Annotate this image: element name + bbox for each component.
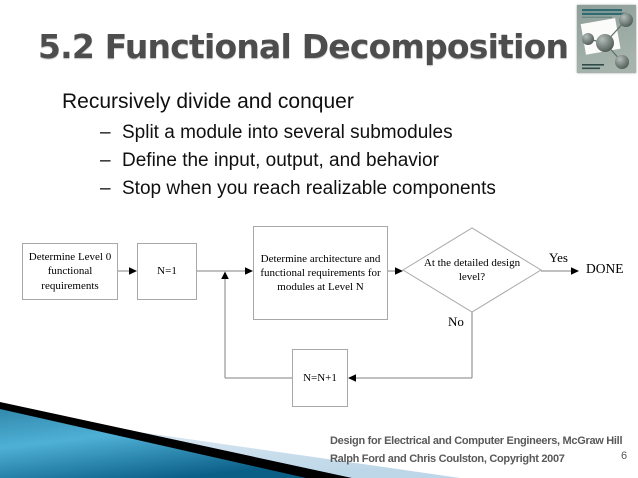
footer-credits: Design for Electrical and Computer Engin… [330, 432, 623, 468]
bullet-dash: – [100, 178, 111, 199]
swoosh-decoration [0, 402, 460, 478]
footer-line1: Design for Electrical and Computer Engin… [330, 435, 623, 447]
footer-line2: Ralph Ford and Chris Coulston, Copyright… [330, 453, 565, 465]
bullet-dash: – [100, 122, 111, 143]
flowchart-node-level0: Determine Level 0 functional requirement… [22, 243, 118, 300]
flowchart-node-done: DONE [586, 261, 624, 276]
bullet-dash: – [100, 150, 111, 171]
flowchart-node-increment: N=N+1 [292, 349, 348, 407]
cover-author-text-lines [582, 64, 604, 70]
flowchart-connectors [118, 270, 572, 379]
bullet-item: –Stop when you reach realizable componen… [100, 178, 496, 200]
decision-diamond-shape [402, 227, 542, 313]
flowchart-decision-label: At the detailed design level? [423, 257, 521, 283]
bullet-item-text: Define the input, output, and behavior [122, 150, 439, 171]
edge-label-yes: Yes [549, 250, 568, 265]
flowchart-node-architecture: Determine architecture and functional re… [253, 226, 388, 320]
textbook-cover-image [577, 5, 636, 73]
page-title: 5.2 Functional Decomposition [38, 27, 569, 66]
page-number: 6 [621, 450, 628, 462]
flowchart-node-n1: N=1 [137, 243, 197, 300]
bullet-item-text: Stop when you reach realizable component… [122, 178, 496, 199]
bullet-item: –Split a module into several submodules [100, 122, 453, 144]
bullet-level1: Recursively divide and conquer [62, 90, 354, 113]
bullet-item: –Define the input, output, and behavior [100, 150, 439, 172]
cover-title-text-lines [582, 9, 627, 18]
flowchart-arrowheads [129, 267, 579, 382]
edge-label-no: No [448, 314, 464, 329]
bullet-item-text: Split a module into several submodules [122, 122, 453, 143]
molecule-spheres [582, 13, 633, 69]
